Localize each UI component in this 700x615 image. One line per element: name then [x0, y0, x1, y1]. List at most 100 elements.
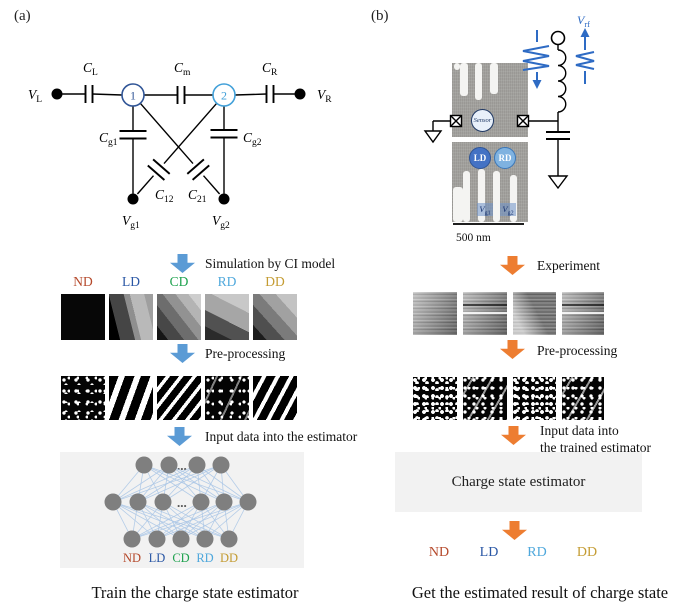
- label-vg2: Vg2: [212, 213, 230, 231]
- label-vg1: Vg1: [122, 213, 140, 231]
- label-c12: C12: [155, 187, 174, 205]
- step-preprocessing-text: Pre-processing: [537, 343, 618, 358]
- nn-ellipsis-middle: ...: [177, 495, 187, 510]
- gate-electrode: [510, 175, 517, 222]
- quantum-dot-node-2: [212, 83, 236, 107]
- nn-neuron: [196, 530, 214, 548]
- gate-electrode: [453, 187, 463, 222]
- nn-output-ld: LD: [148, 551, 166, 565]
- result-label-ld: LD: [479, 545, 499, 560]
- down-arrow-icon: [167, 427, 192, 446]
- down-arrow-icon: [500, 340, 525, 359]
- quantum-dot-node-1: [121, 83, 145, 107]
- experiment-image: [463, 292, 507, 335]
- gate-electrode: [460, 63, 468, 96]
- ground-icon: [547, 175, 569, 190]
- class-label-ld: LD: [122, 274, 140, 289]
- terminal-vg1: [127, 193, 139, 205]
- binary-image-dd: [253, 376, 297, 420]
- panel-b-label: (b): [371, 8, 389, 24]
- nn-neuron: [172, 530, 190, 548]
- binary-experiment-image: [513, 377, 556, 420]
- label-cg2: Cg2: [243, 130, 262, 148]
- gate-electrode: [493, 171, 500, 222]
- down-arrow-icon: [501, 426, 526, 445]
- nn-output-rd: RD: [196, 551, 214, 565]
- binary-experiment-image: [413, 377, 457, 420]
- ground-icon: [423, 130, 443, 144]
- gate-electrode: [475, 63, 482, 100]
- nn-neuron: [160, 456, 178, 474]
- class-label-nd: ND: [73, 274, 93, 289]
- gate-electrode: [478, 169, 485, 222]
- double-dot-circuit-diagram: 1 2 VL VR CL Cm CR Cg1 Cg2 C12 C21 Vg1 V…: [28, 60, 332, 231]
- nn-neuron: [104, 493, 122, 511]
- result-label-nd: ND: [428, 545, 450, 560]
- gate-label-vg2: Vg2: [500, 203, 516, 217]
- sim-image-ld: [109, 294, 153, 340]
- down-arrow-icon: [170, 254, 195, 273]
- nn-ellipsis-top: ...: [177, 458, 187, 473]
- binary-image-ld: [109, 376, 153, 420]
- rf-output-wave-icon: [575, 37, 595, 84]
- step-input-trained-line1: Input data into: [540, 423, 619, 438]
- down-arrow-icon: [500, 256, 525, 275]
- rf-port: [550, 30, 566, 46]
- sensor-dot: Sensor: [471, 109, 494, 132]
- binary-image-cd: [157, 376, 201, 420]
- step-preprocessing-text: Pre-processing: [205, 346, 286, 361]
- nn-output-cd: CD: [172, 551, 190, 565]
- binary-experiment-image: [562, 377, 604, 420]
- label-c21: C21: [188, 187, 207, 205]
- label-cr: CR: [262, 60, 278, 78]
- nn-neuron: [239, 493, 257, 511]
- terminal-vl: [51, 88, 63, 100]
- label-cm: Cm: [174, 60, 191, 78]
- down-arrow-icon: [170, 344, 195, 363]
- nn-neuron: [148, 530, 166, 548]
- nn-neuron: [154, 493, 172, 511]
- sim-image-nd: [61, 294, 105, 340]
- charge-state-estimator-box: Charge state estimator: [395, 452, 642, 512]
- result-label-rd: RD: [527, 545, 547, 560]
- device-channel-gap: [452, 137, 528, 142]
- nn-neuron: [220, 530, 238, 548]
- label-vr: VR: [317, 87, 332, 105]
- step-simulation-text: Simulation by CI model: [205, 256, 336, 271]
- experiment-image: [413, 292, 457, 335]
- class-label-rd: RD: [217, 274, 237, 289]
- panel-a-label: (a): [14, 8, 31, 24]
- gate-electrode: [454, 63, 460, 70]
- neural-network-diagram: ... ...: [104, 456, 257, 548]
- right-dot: RD: [494, 147, 516, 169]
- binary-image-rd: [205, 376, 249, 420]
- nn-neuron: [192, 493, 210, 511]
- experiment-image: [513, 292, 556, 335]
- class-label-dd: DD: [265, 274, 285, 289]
- experiment-image: [562, 292, 604, 335]
- terminal-vg2: [218, 193, 230, 205]
- result-label-dd: DD: [576, 545, 598, 560]
- left-dot: LD: [469, 147, 491, 169]
- gate-label-vg1: Vg1: [477, 203, 493, 217]
- label-cg1: Cg1: [99, 130, 118, 148]
- nn-neuron: [135, 456, 153, 474]
- rf-output-arrowhead: [580, 28, 590, 37]
- neural-network-box: ... ...: [60, 452, 304, 568]
- inductor-icon: [557, 49, 567, 113]
- node-1-label: 1: [130, 89, 136, 103]
- node-2-label: 2: [221, 89, 227, 103]
- class-label-cd: CD: [169, 274, 189, 289]
- nn-output-dd: DD: [219, 551, 239, 565]
- rf-input-wave-icon: [522, 30, 550, 80]
- nn-neuron: [123, 530, 141, 548]
- sim-image-rd: [205, 294, 249, 340]
- nn-neuron: [188, 456, 206, 474]
- binary-image-nd: [61, 376, 105, 420]
- rf-readout-circuit: Vrf 500 nm: [423, 13, 595, 244]
- nn-output-nd: ND: [122, 551, 142, 565]
- nn-neuron: [129, 493, 147, 511]
- step-input-estimator-text: Input data into the estimator: [205, 429, 358, 444]
- sem-device-image: Sensor LD RD Vg1 Vg2: [452, 63, 528, 222]
